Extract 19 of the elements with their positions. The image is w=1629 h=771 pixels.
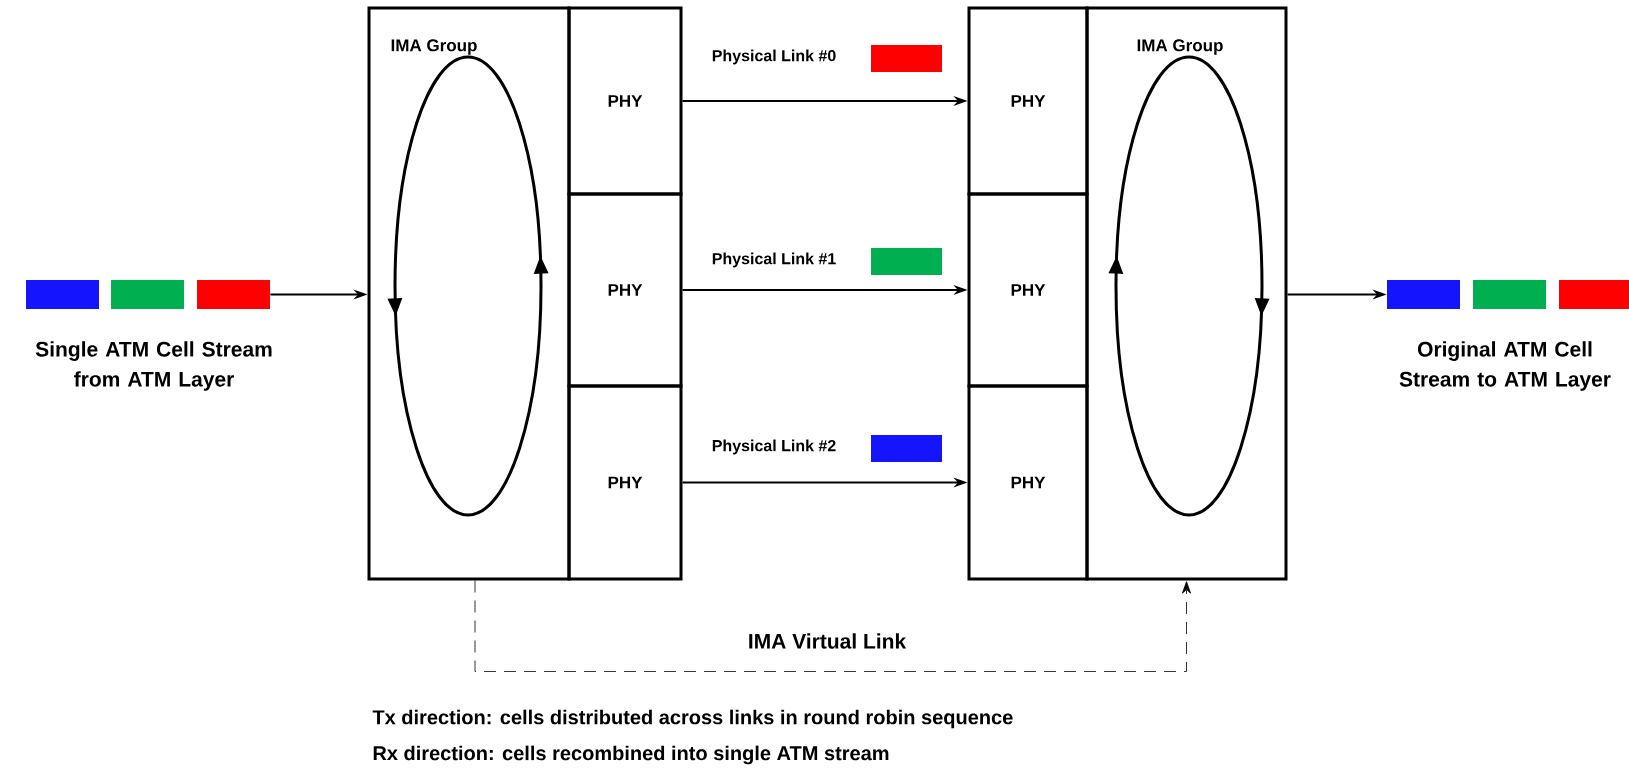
label: Single ATM Cell Stream from ATM Layer: [35, 341, 272, 391]
phy-box: PHY: [967, 6, 1089, 196]
phy-box: PHY: [567, 384, 683, 581]
edge-label: Physical Link #0: [712, 49, 836, 65]
edge-label: IMA Virtual Link: [749, 633, 907, 649]
label: Original ATM Cell Stream to ATM Layer: [1399, 341, 1611, 391]
group-box: IMA Group: [367, 6, 571, 581]
phy-box: PHY: [567, 6, 683, 196]
cell-stream-drawing: [26, 280, 270, 309]
cell-stream-drawing: [1387, 280, 1629, 309]
group-box: IMA Group: [1085, 6, 1288, 581]
arrow: [474, 580, 1191, 672]
phy-box: PHY: [567, 192, 683, 388]
phy-box: PHY: [967, 192, 1089, 388]
edge-label: Physical Link #2: [712, 439, 836, 455]
label: Rx direction: cells recombined into single ATM stream: [373, 745, 889, 765]
edge-label: Physical Link #1: [712, 252, 836, 268]
phy-box: PHY: [967, 384, 1089, 581]
label: Tx direction: cells distributed across links in round robin sequence: [372, 709, 1013, 729]
